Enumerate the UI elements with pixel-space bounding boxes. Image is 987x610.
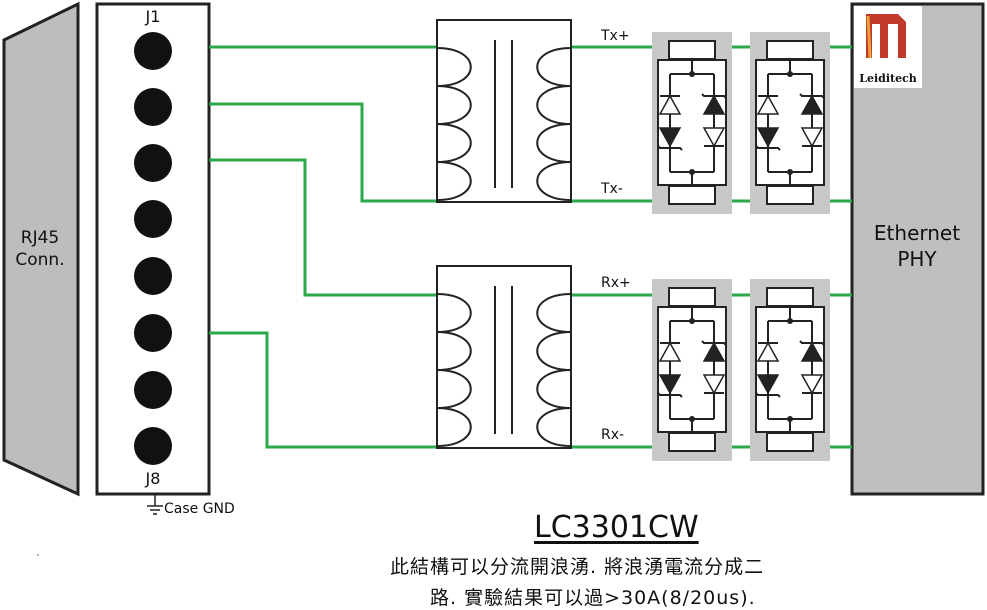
jack-pin (134, 88, 172, 126)
tx-transformer (436, 19, 572, 203)
rj45-label-line1: RJ45 (21, 228, 59, 248)
signal-label-rx-minus: Rx- (601, 427, 624, 443)
signal-label-rx-plus: Rx+ (601, 275, 631, 291)
jack-top-label: J1 (145, 7, 161, 26)
logo-text: Leiditech (859, 72, 917, 85)
input-wires (209, 45, 437, 449)
part-number: LC3301CW (534, 510, 699, 545)
description-line-2: 路. 實驗結果可以過>30A(8/20us). (430, 587, 756, 609)
tvs-array-tx-2 (749, 31, 831, 215)
jack-pins (134, 32, 172, 465)
jack-block (95, 2, 211, 496)
signal-label-tx-plus: Tx+ (600, 28, 630, 44)
ground-label: Case GND (164, 501, 235, 517)
tvs-array-tx-1 (651, 31, 733, 215)
jack-pin (134, 257, 172, 295)
ground-icon (147, 494, 163, 515)
rj45-label-line2: Conn. (15, 250, 64, 270)
rx-transformer (436, 265, 572, 449)
jack-pin (134, 200, 172, 238)
signal-label-tx-minus: Tx- (600, 181, 623, 197)
tvs-array-rx-2 (749, 278, 831, 462)
jack-pin (134, 32, 172, 70)
tvs-array-rx-1 (651, 278, 733, 462)
jack-pin (134, 144, 172, 182)
leiditech-logo: Leiditech (854, 6, 922, 88)
jack-pin (134, 314, 172, 352)
description-line-1: 此結構可以分流開浪湧. 將浪湧電流分成二 (390, 556, 765, 578)
jack-pin (134, 371, 172, 409)
phy-label-line2: PHY (897, 247, 937, 271)
jack-bottom-label: J8 (145, 469, 161, 488)
jack-pin (134, 427, 172, 465)
phy-label-line1: Ethernet (874, 221, 960, 245)
rj45-connector (2, 1, 80, 497)
